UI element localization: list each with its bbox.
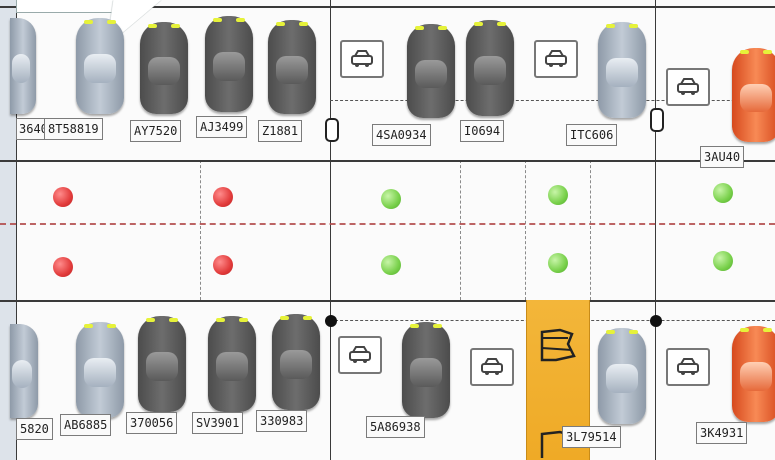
car-outline-icon[interactable] xyxy=(534,40,578,78)
plate-label: 8T58819 xyxy=(44,118,103,140)
lot-grid-line xyxy=(200,160,201,300)
status-dot-vacant xyxy=(713,183,733,203)
parked-car[interactable] xyxy=(598,22,646,118)
parked-car[interactable] xyxy=(208,316,256,412)
pillar-icon xyxy=(650,108,664,132)
ramp-icon xyxy=(540,328,576,362)
lot-grid-line xyxy=(655,0,656,460)
car-outline-icon[interactable] xyxy=(338,336,382,374)
parked-car[interactable] xyxy=(10,18,36,114)
parked-car[interactable] xyxy=(466,20,514,116)
parked-car[interactable] xyxy=(10,324,38,418)
parked-car[interactable] xyxy=(407,24,455,118)
parked-car[interactable] xyxy=(272,314,320,410)
parked-car[interactable] xyxy=(732,326,775,422)
parked-car[interactable] xyxy=(140,22,188,114)
plate-label: AY7520 xyxy=(130,120,182,142)
plate-label: 370056 xyxy=(126,412,178,434)
parked-car[interactable] xyxy=(138,316,186,412)
pillar-icon xyxy=(325,118,339,142)
parked-car[interactable] xyxy=(205,16,253,112)
parked-car[interactable] xyxy=(76,18,124,114)
parked-car[interactable] xyxy=(732,48,775,142)
status-dot-vacant xyxy=(381,255,401,275)
lot-grid-line xyxy=(330,100,775,101)
status-dot-occupied xyxy=(213,187,233,207)
lot-grid-line xyxy=(460,160,461,300)
car-outline-icon[interactable] xyxy=(666,68,710,106)
car-outline-icon[interactable] xyxy=(666,348,710,386)
car-outline-icon[interactable] xyxy=(340,40,384,78)
plate-label: AJ3499 xyxy=(196,116,248,138)
lot-grid-line xyxy=(0,160,775,162)
lot-grid-line xyxy=(330,0,331,460)
status-dot-vacant xyxy=(548,253,568,273)
plate-label: 3L79514 xyxy=(562,426,621,448)
plate-label: AB6885 xyxy=(60,414,112,436)
plate-label: ITC606 xyxy=(566,124,618,146)
lane-centerline xyxy=(0,223,775,225)
lot-grid-line xyxy=(0,6,775,8)
plate-label: 4SA0934 xyxy=(372,124,431,146)
plate-label: SV3901 xyxy=(192,412,244,434)
status-dot-occupied xyxy=(213,255,233,275)
plate-label: I0694 xyxy=(460,120,505,142)
plate-label: 3AU40 xyxy=(700,146,745,168)
plate-label: 330983 xyxy=(256,410,308,432)
status-dot-vacant xyxy=(548,185,568,205)
parked-car[interactable] xyxy=(268,20,316,114)
status-dot-vacant xyxy=(381,189,401,209)
car-outline-icon[interactable] xyxy=(470,348,514,386)
plate-label: Z1881 xyxy=(258,120,303,142)
tooltip-callout xyxy=(16,0,130,13)
lot-grid-line xyxy=(0,300,775,302)
lot-grid-line xyxy=(525,160,526,300)
junction-node xyxy=(325,315,337,327)
plate-label: 3K4931 xyxy=(696,422,748,444)
parked-car[interactable] xyxy=(76,322,124,418)
parked-car[interactable] xyxy=(598,328,646,424)
junction-node xyxy=(650,315,662,327)
status-dot-vacant xyxy=(713,251,733,271)
plate-label: 3640 xyxy=(16,118,52,140)
lot-grid-line xyxy=(590,160,591,300)
lot-grid-line xyxy=(16,0,17,460)
status-dot-occupied xyxy=(53,187,73,207)
plate-label: 5820 xyxy=(16,418,53,440)
plate-label: 5A86938 xyxy=(366,416,425,438)
status-dot-occupied xyxy=(53,257,73,277)
parked-car[interactable] xyxy=(402,322,450,418)
